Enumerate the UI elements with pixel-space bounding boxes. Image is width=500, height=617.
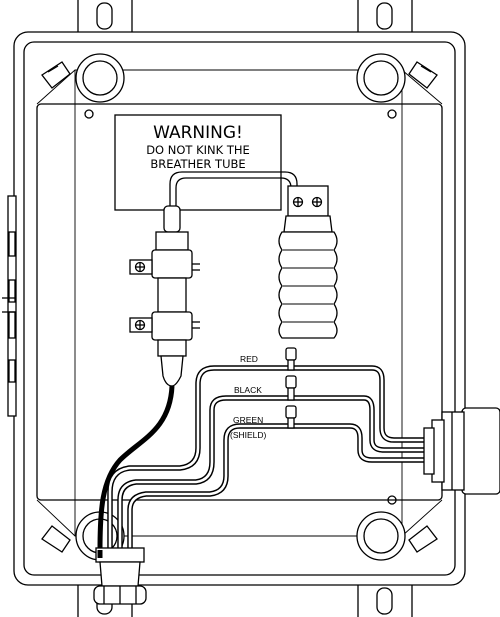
breather-tube (169, 171, 298, 212)
corner-boss-top-left (41, 53, 125, 119)
warning-line-2: BREATHER TUBE (150, 157, 245, 171)
label-black: BLACK (234, 385, 262, 395)
cable-gland-right (423, 407, 500, 495)
connector-red (285, 347, 297, 371)
label-green: GREEN (233, 415, 263, 425)
connector-green (285, 405, 297, 429)
sensor-cable (97, 385, 175, 551)
cable-gland-bottom (93, 547, 147, 605)
warning-label: WARNING! DO NOT KINK THE BREATHER TUBE (114, 114, 282, 211)
breather-bellows (278, 185, 338, 339)
sensor-body (151, 205, 193, 387)
enclosure-inner (36, 103, 443, 501)
sensor-clamp-upper (129, 259, 200, 275)
wire-red (107, 365, 432, 550)
hinge-left (2, 195, 17, 417)
sensor-clamp-lower (129, 317, 200, 333)
wire-green (127, 423, 432, 550)
corner-boss-bottom-right (356, 495, 438, 561)
warning-line-1: DO NOT KINK THE (146, 143, 250, 157)
wire-black (117, 395, 432, 550)
label-red: RED (240, 354, 258, 364)
enclosure-rim (23, 41, 456, 576)
connector-black (285, 375, 297, 401)
corner-boss-top-right (356, 53, 438, 119)
label-shield: (SHIELD) (230, 430, 267, 440)
warning-title: WARNING! (153, 123, 243, 143)
